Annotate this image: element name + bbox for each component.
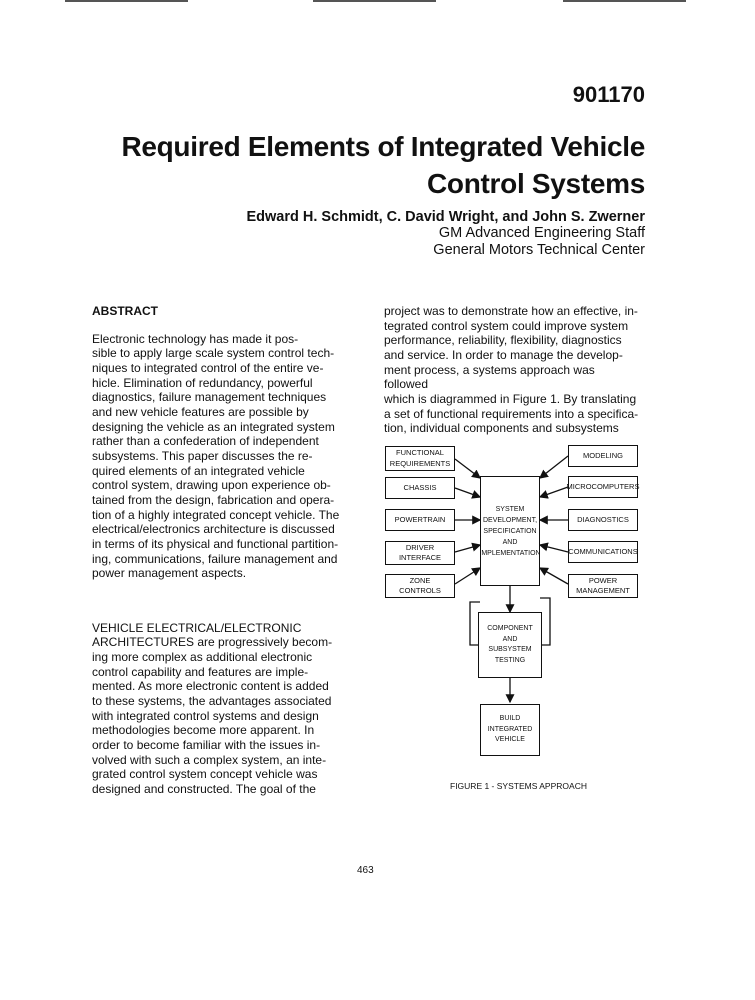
feedback-right [540,597,551,646]
left-column: ABSTRACT Electronic technology has made … [92,304,348,797]
affiliation: GM Advanced Engineering Staff General Mo… [433,225,645,259]
arrow-modeling [538,455,569,479]
arrow-chassis [454,487,482,499]
box-system-development: SYSTEM DEVELOPMENT, SPECIFICATION AND IM… [479,476,541,586]
box-power-management: POWER MANAGEMENT [568,574,638,598]
arrow-communications [538,542,569,553]
top-rule-center [313,0,436,2]
box-zone-controls: ZONE CONTROLS [385,574,455,598]
feedback-left [469,601,480,646]
box-chassis: CHASSIS [385,477,455,499]
box-driver-interface: DRIVER INTERFACE [385,541,455,565]
diagram-connectors [454,455,569,704]
page-number: 463 [357,865,374,876]
arrow-microcomputers [538,486,569,499]
box-powertrain: POWERTRAIN [385,509,455,531]
intro-text: VEHICLE ELECTRICAL/ELECTRONIC ARCHITECTU… [92,620,333,797]
paper-number: 901170 [572,82,645,107]
abstract-heading: ABSTRACT [92,304,158,318]
abstract-text: Electronic technology has made it pos- s… [92,331,340,581]
box-microcomputers: MICROCOMPUTERS [567,476,639,498]
box-diagnostics: DIAGNOSTICS [568,509,638,531]
box-communications: COMMUNICATIONS [568,541,638,563]
box-build-vehicle: BUILD INTEGRATED VEHICLE [480,704,540,756]
arrow-zone-controls [454,567,482,585]
box-modeling: MODELING [568,445,638,467]
right-column-text: project was to demonstrate how an effect… [384,304,639,436]
affiliation-line-1: GM Advanced Engineering Staff [438,225,645,241]
arrow-power-management [538,567,569,585]
figure-1-diagram: FUNCTIONAL REQUIREMENTS CHASSIS POWERTRA… [380,440,642,780]
figure-caption: FIGURE 1 - SYSTEMS APPROACH [450,781,587,791]
paper-title: Required Elements of Integrated Vehicle … [121,131,645,199]
authors: Edward H. Schmidt, C. David Wright, and … [246,209,645,225]
box-component-testing: COMPONENT AND SUBSYSTEM TESTING [478,612,542,678]
box-functional-requirements: FUNCTIONAL REQUIREMENTS [385,446,455,471]
top-rule-left [65,0,188,2]
arrow-driver-interface [454,542,482,553]
arrow-functional-requirements [454,458,482,479]
right-column: project was to demonstrate how an effect… [384,304,640,436]
affiliation-line-2: General Motors Technical Center [433,242,645,258]
top-rule-right [563,0,686,2]
